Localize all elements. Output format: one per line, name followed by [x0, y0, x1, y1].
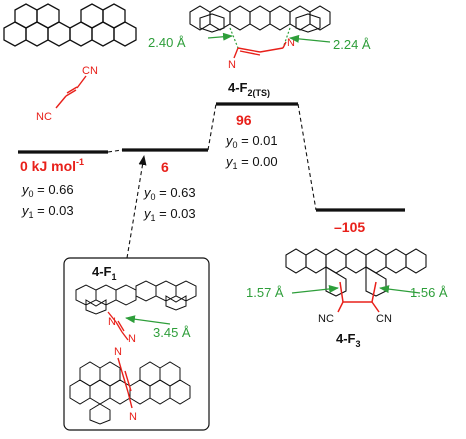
- complex-nitrogen-top-view-1: N: [114, 346, 122, 358]
- energy-levels: [18, 102, 405, 212]
- complex-nitrogen-top: N: [108, 316, 116, 328]
- ts-structure: N N 2.40 Å 2.24 Å 4-F2(TS): [148, 5, 371, 98]
- y0-ts: y0 = 0.01: [225, 133, 278, 150]
- complex-nitrogen-bottom: N: [128, 333, 136, 345]
- energy-product: –105: [334, 219, 365, 235]
- reactant-level-labels: 0 kJ mol-1 y0 = 0.66 y1 = 0.03: [20, 157, 84, 220]
- complex-to-inset-arrow: [126, 155, 147, 259]
- ts-distance-left: 2.40 Å: [148, 35, 186, 50]
- ts-nitrogen-right: N: [287, 37, 295, 49]
- y1-reactant: y1 = 0.03: [21, 203, 74, 220]
- product-structure: 1.57 Å 1.56 Å NC CN 4-F3: [246, 248, 448, 349]
- product-cn-label: CN: [376, 313, 392, 325]
- ts-distance-right: 2.24 Å: [333, 37, 371, 52]
- ts-nitrogen-left: N: [228, 59, 236, 71]
- energy-reactant: 0 kJ mol-1: [20, 157, 84, 174]
- product-label: 4-F3: [336, 331, 361, 349]
- y0-reactant: y0 = 0.66: [21, 182, 74, 199]
- ts-label: 4-F2(TS): [228, 80, 270, 98]
- product-nc-label: NC: [318, 313, 334, 325]
- complex-label: 4-F1: [92, 264, 117, 282]
- pah-molecule-top-left: [3, 3, 137, 47]
- nc-label-reactant: NC: [36, 111, 52, 123]
- product-distance-right: 1.56 Å: [410, 285, 448, 300]
- level-connectors: [107, 103, 317, 211]
- product-distance-left: 1.57 Å: [246, 285, 284, 300]
- complex-inset: 4-F1 N N 3.45 Å: [63, 257, 210, 431]
- cn-label-reactant: CN: [82, 65, 98, 77]
- y0-complex: y0 = 0.63: [143, 185, 196, 202]
- y1-complex: y1 = 0.03: [143, 206, 196, 223]
- fumaronitrile-molecule: NC CN: [36, 65, 98, 123]
- ts-level-labels: 96 y0 = 0.01 y1 = 0.00: [225, 112, 278, 171]
- complex-level-labels: 6 y0 = 0.63 y1 = 0.03: [143, 159, 196, 223]
- energy-complex: 6: [161, 159, 169, 175]
- energy-ts: 96: [236, 112, 252, 128]
- complex-nitrogen-top-view-2: N: [129, 411, 137, 423]
- complex-distance: 3.45 Å: [153, 325, 191, 340]
- y1-ts: y1 = 0.00: [225, 154, 278, 171]
